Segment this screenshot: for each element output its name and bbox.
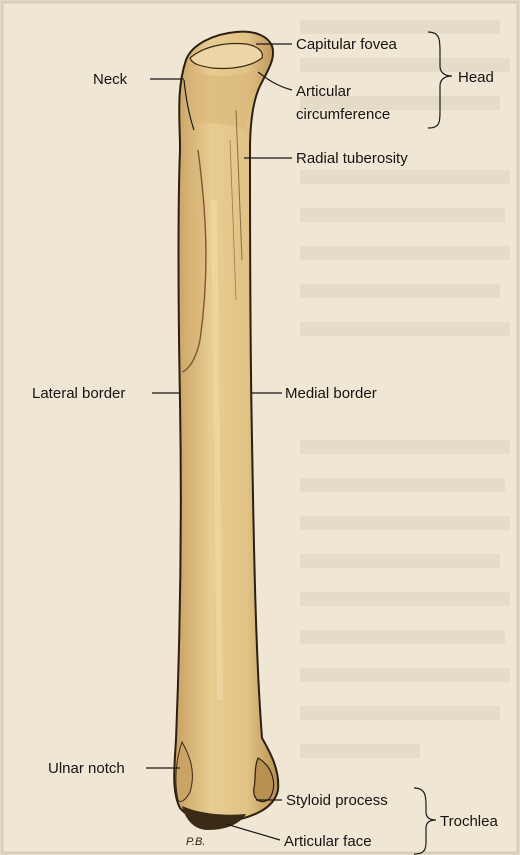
- label-radial-tuberosity: Radial tuberosity: [296, 150, 408, 167]
- label-articular-face: Articular face: [284, 833, 372, 850]
- artist-signature: P.B.: [186, 836, 205, 848]
- label-styloid-process: Styloid process: [286, 792, 388, 809]
- label-articular-circumference-2: circumference: [296, 106, 390, 123]
- label-medial-border: Medial border: [285, 385, 377, 402]
- label-neck: Neck: [93, 71, 128, 88]
- label-capitular-fovea: Capitular fovea: [296, 36, 398, 53]
- label-ulnar-notch: Ulnar notch: [48, 760, 125, 777]
- label-head: Head: [458, 69, 494, 86]
- label-articular-circumference-1: Articular: [296, 83, 351, 100]
- label-lateral-border: Lateral border: [32, 385, 125, 402]
- label-trochlea: Trochlea: [440, 813, 498, 830]
